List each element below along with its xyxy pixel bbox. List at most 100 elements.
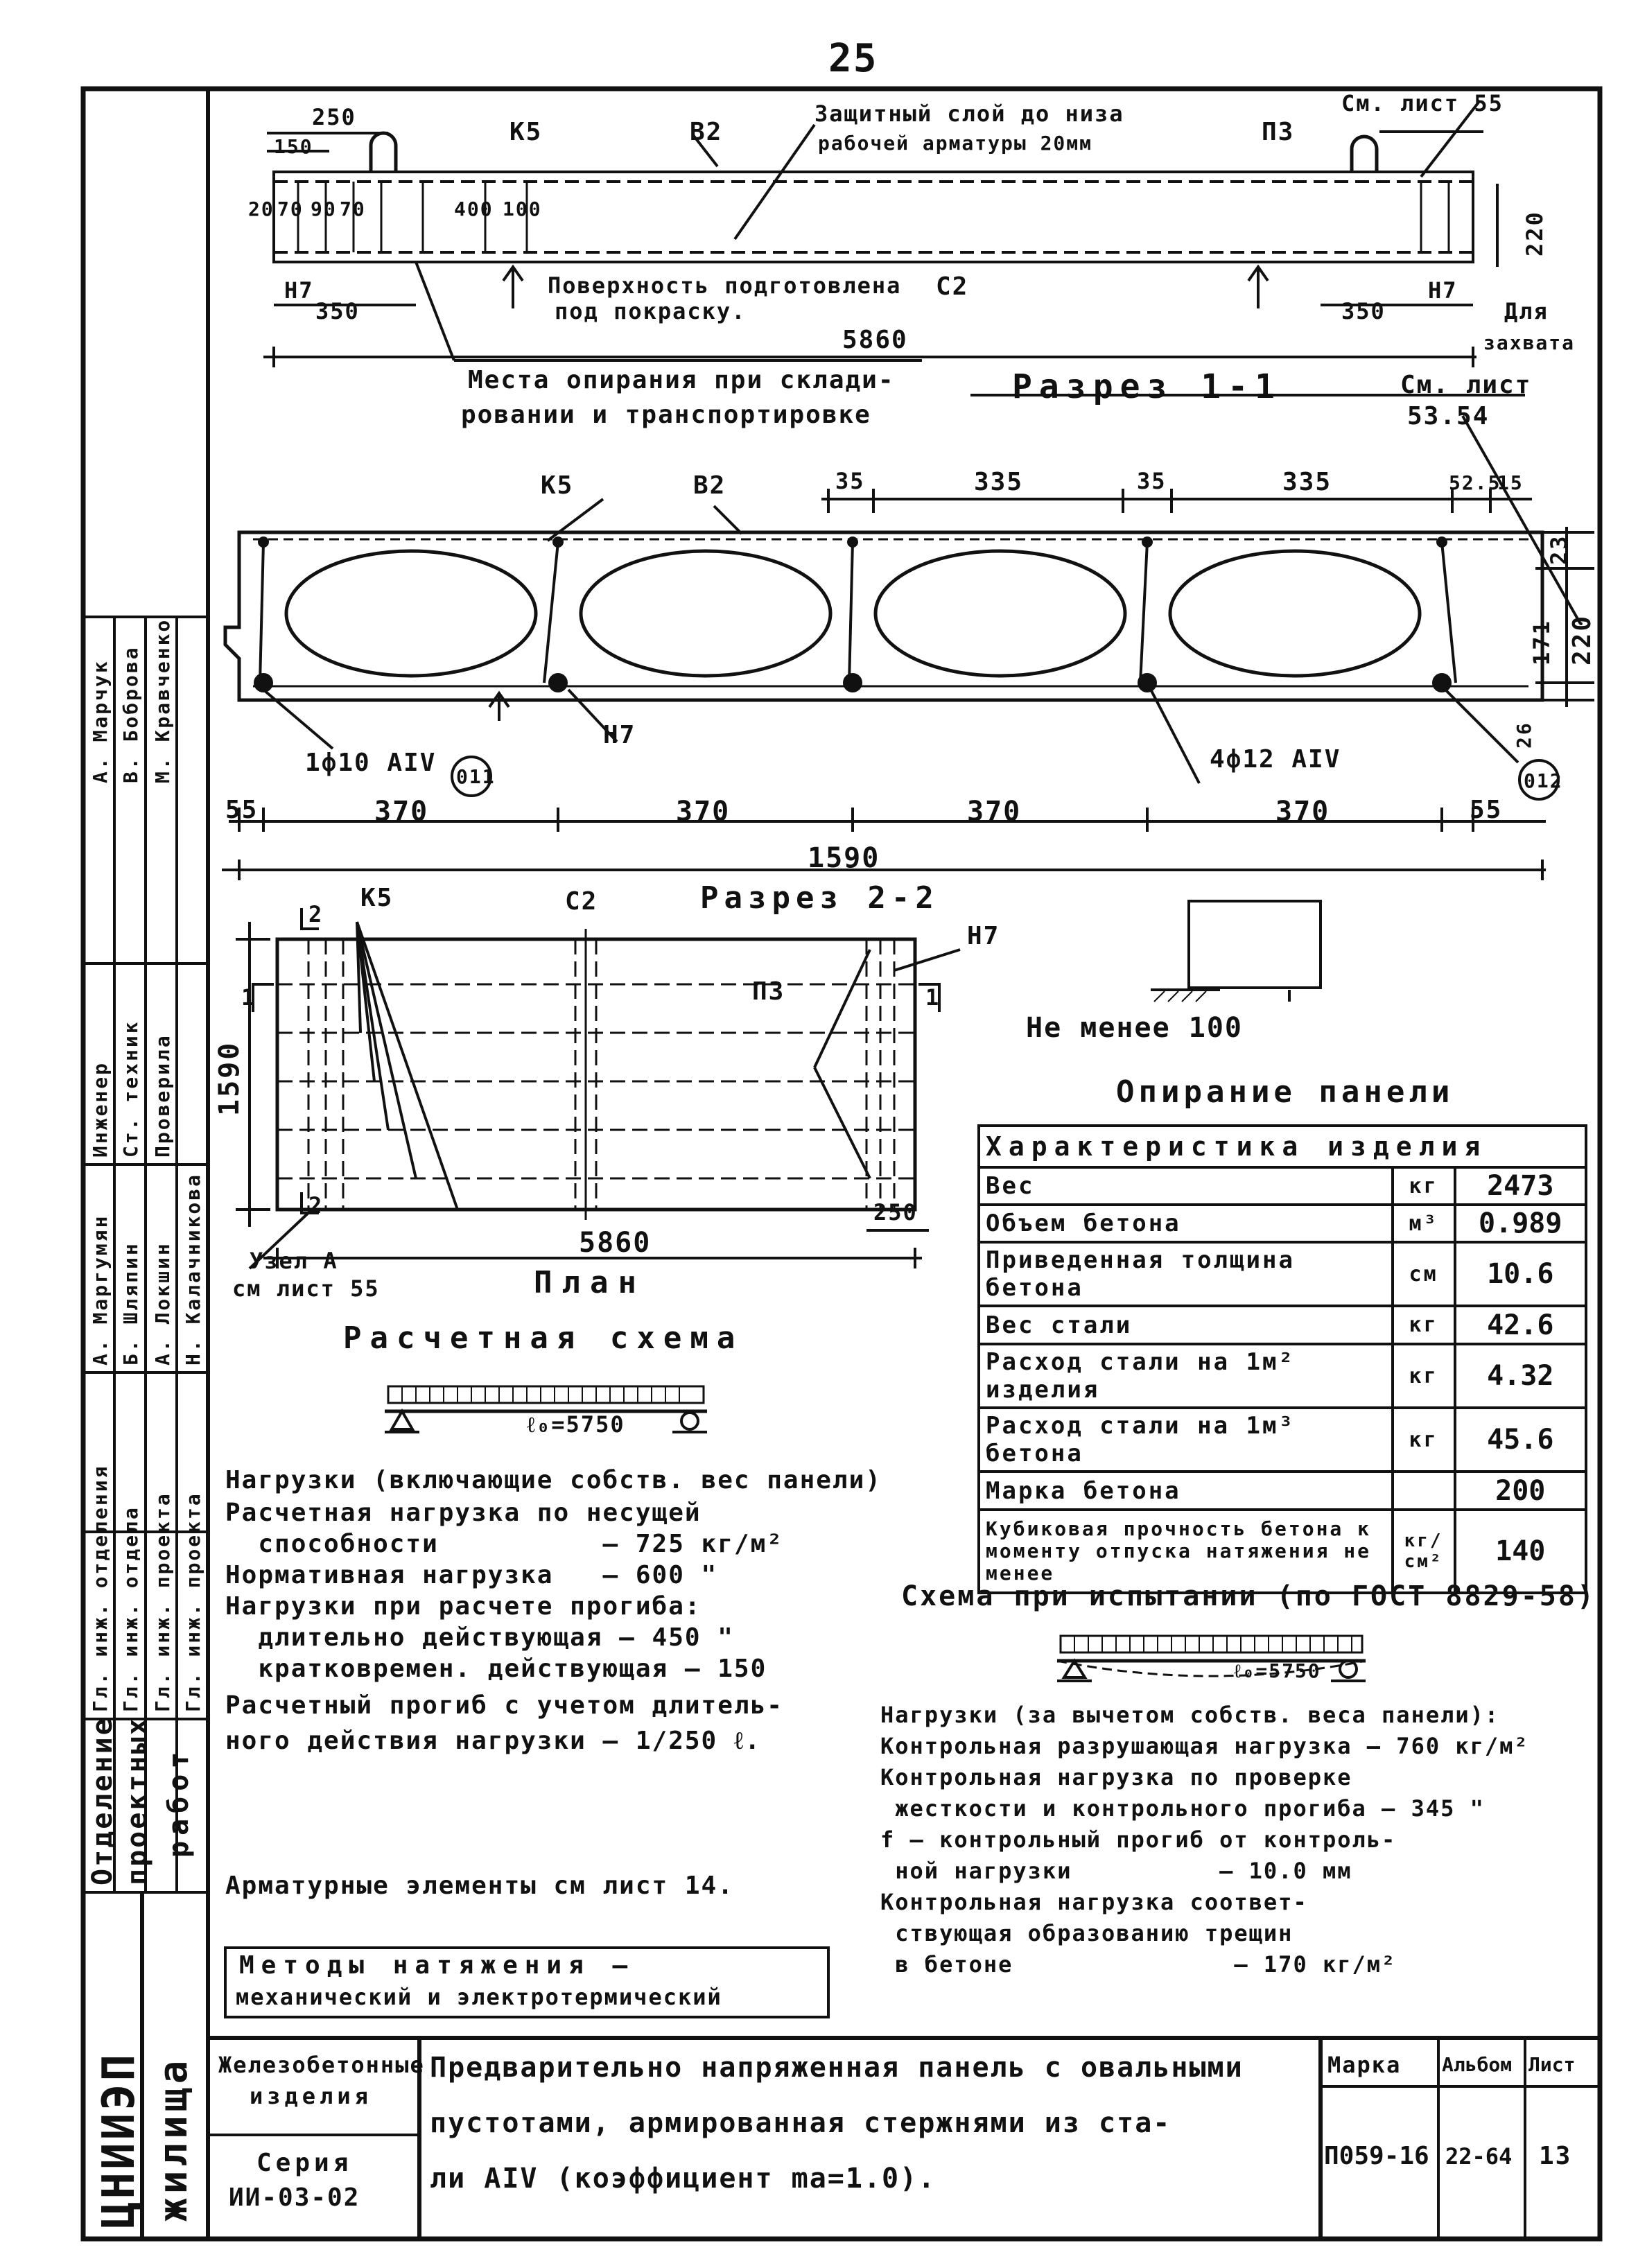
- plan-label-p3: П3: [752, 977, 785, 1006]
- stamp-name-2: Б. Шляпин: [119, 1241, 142, 1366]
- test-line-6: ной нагрузки – 10.0 мм: [880, 1858, 1352, 1884]
- dim-70b: 70: [340, 198, 366, 220]
- cross-dim-370-3: 370: [967, 796, 1022, 828]
- cross-dim-370-1: 370: [374, 796, 429, 828]
- sheet-value: 13: [1539, 2142, 1572, 2170]
- series-value: ИИ-03-02: [229, 2183, 360, 2212]
- cross-dim-525: 52.5: [1449, 471, 1501, 494]
- header-mark: Марка: [1327, 2052, 1402, 2078]
- cross-dim-171: 171: [1528, 619, 1555, 665]
- test-line-7: Контрольная нагрузка соответ-: [880, 1889, 1308, 1915]
- stamp-role-7: Проверила: [151, 1033, 174, 1158]
- calc-line-5: длительно действующая – 450 ": [225, 1623, 734, 1652]
- cross-dim-370-2: 370: [676, 796, 731, 828]
- cross-dim-335a: 335: [974, 468, 1024, 496]
- test-line-3: Контрольная нагрузка по проверке: [880, 1764, 1352, 1790]
- cross-dim-1590: 1590: [808, 842, 880, 874]
- plan-dim-250: 250: [873, 1199, 918, 1225]
- description-line-2: пустотами, армированная стержнями из ста…: [430, 2107, 1171, 2139]
- calc-line-2: способности – 725 кг/м²: [225, 1530, 783, 1558]
- label-n7-right: Н7: [1428, 277, 1458, 304]
- methods-line-2: механический и электротермический: [236, 1984, 722, 2010]
- dim-70a: 70: [277, 198, 304, 220]
- stamp-name-4: Н. Калачникова: [182, 1172, 204, 1366]
- cross-dim-335b: 335: [1282, 468, 1332, 496]
- plan-dim-5860: 5860: [579, 1227, 652, 1259]
- plan-label-n7: Н7: [967, 922, 1000, 950]
- bar-left-label: 1ф10 АIV: [305, 749, 437, 777]
- plan-label-c2: С2: [565, 887, 598, 916]
- plan-dim-1590: 1590: [214, 1040, 245, 1116]
- category-line-1: Железобетонные: [218, 2052, 425, 2078]
- test-span: ℓ₀=5750: [1234, 1659, 1321, 1682]
- cross-dim-370-4: 370: [1275, 796, 1330, 828]
- stamp-name-5: А. Марчук: [89, 659, 112, 783]
- section-2-2-title: Разрез 2-2: [700, 880, 939, 916]
- dim-250: 250: [312, 104, 356, 130]
- calc-line-3: Нормативная нагрузка – 600 ": [225, 1561, 718, 1589]
- stamp-role-2: Гл. инж. отдела: [119, 1506, 142, 1712]
- dim-400: 400: [454, 198, 494, 220]
- cross-dim-35b: 35: [1137, 468, 1167, 494]
- label-k5: К5: [509, 118, 543, 146]
- protective-layer-2: рабочей арматуры 20мм: [818, 132, 1093, 155]
- label-c2: С2: [936, 272, 969, 301]
- dim-5860: 5860: [842, 326, 908, 354]
- test-line-9: в бетоне – 170 кг/м²: [880, 1951, 1397, 1978]
- dim-90: 90: [311, 198, 337, 220]
- cross-dim-23: 23: [1546, 534, 1572, 565]
- dim-20: 20: [248, 198, 275, 220]
- stamp-name-6: В. Боброва: [119, 645, 142, 783]
- cross-dim-35a: 35: [835, 468, 865, 494]
- calc-scheme-title: Расчетная схема: [343, 1320, 744, 1356]
- supports-note-1: Места опирания при склади-: [468, 366, 895, 394]
- cross-dim-220: 220: [1568, 613, 1596, 665]
- calc-line-4: Нагрузки при расчете прогиба:: [225, 1592, 702, 1621]
- category-line-2: изделия: [250, 2083, 372, 2109]
- stamp-name-3: А. Локшин: [151, 1241, 174, 1366]
- plan-label-k5: К5: [360, 884, 394, 912]
- header-album: Альбом: [1442, 2053, 1513, 2076]
- plan-mark-1-right: 1: [925, 984, 941, 1011]
- tag-012: 012: [1524, 769, 1563, 792]
- stamp-name-7: М. Кравченко: [151, 618, 174, 783]
- cross-label-k5: К5: [541, 471, 574, 500]
- dept-line-2: проектных: [121, 1716, 153, 1885]
- dim-150: 150: [274, 135, 313, 158]
- test-line-4: жесткости и контрольного прогиба – 345 ": [880, 1795, 1485, 1822]
- cross-dim-26: 26: [1513, 721, 1535, 749]
- label-v2: В2: [690, 118, 723, 146]
- plan-mark-1-left: 1: [241, 984, 256, 1011]
- bar-right-label: 4ф12 АIV: [1210, 745, 1341, 774]
- see-sheet-5354-2: 53.54: [1407, 402, 1490, 430]
- for-grip-2: захвата: [1483, 331, 1576, 354]
- cross-label-n7: Н7: [603, 721, 636, 749]
- test-line-2: Контрольная разрушающая нагрузка – 760 к…: [880, 1733, 1529, 1759]
- calc-line-1: Расчетная нагрузка по несущей: [225, 1499, 702, 1527]
- plan-title: План: [534, 1265, 646, 1300]
- description-line-3: ли АIV (коэффициент mа=1.0).: [430, 2163, 937, 2195]
- header-sheet: Лист: [1528, 2053, 1576, 2076]
- stamp-role-1: Гл. инж. отделения: [89, 1464, 112, 1712]
- plan-node-1: Узел А: [250, 1248, 338, 1274]
- surface-note-2: под покраску.: [555, 298, 747, 324]
- calc-line-7: Расчетный прогиб с учетом длитель-: [225, 1691, 783, 1720]
- rebar-note: Арматурные элементы см лист 14.: [225, 1872, 734, 1900]
- plan-node-2: см лист 55: [232, 1275, 380, 1302]
- mark-value: П059-16: [1324, 2142, 1429, 2170]
- page-number: 25: [828, 36, 878, 81]
- test-scheme-title: Схема при испытании (по ГОСТ 8829-58): [901, 1580, 1596, 1612]
- org-name-1: ЦНИИЭП: [94, 2051, 145, 2228]
- stamp-role-3: Гл. инж. проекта: [151, 1492, 174, 1712]
- label-n7-left: Н7: [284, 277, 314, 304]
- cross-dim-55-left: 55: [225, 796, 259, 824]
- stamp-role-5: Инженер: [89, 1061, 112, 1158]
- dim-100: 100: [503, 198, 542, 220]
- stamp-role-4: Гл. инж. проекта: [182, 1492, 204, 1712]
- for-grip-1: Для: [1504, 298, 1549, 324]
